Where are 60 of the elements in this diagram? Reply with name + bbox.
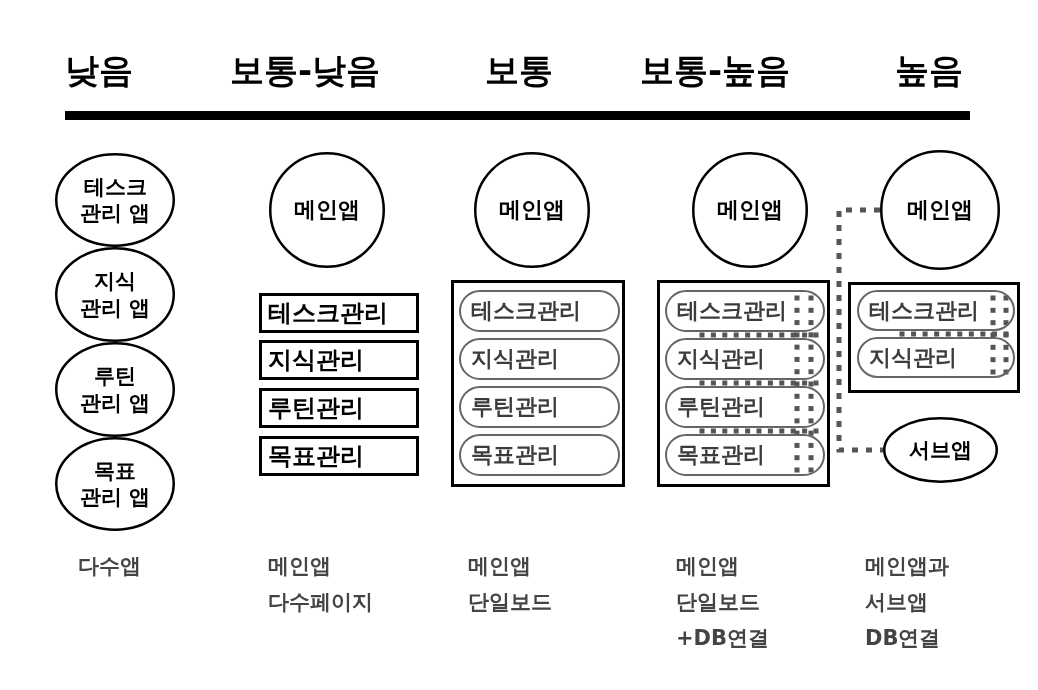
app-ellipse: [55, 437, 175, 531]
app-ellipse: [55, 153, 175, 247]
node-label: 테스크관리: [869, 296, 979, 325]
node-label: 테스크관리: [677, 297, 787, 325]
column-caption: 다수앱: [78, 553, 141, 580]
node-label: 지식관리: [268, 345, 364, 375]
node-label: 테스크관리: [471, 297, 581, 325]
module-pill: [665, 338, 825, 380]
app-ellipse: [55, 342, 175, 437]
module-pill: [459, 434, 620, 476]
module-box: [259, 340, 419, 380]
dotted-connector: [836, 207, 883, 453]
node-label: 목표관리: [268, 441, 364, 471]
scale-label: 보통-높음: [640, 50, 791, 91]
node-label: 테스크 관리 앱: [78, 173, 152, 227]
module-pill: [857, 290, 1015, 331]
node-label: 목표관리: [471, 441, 559, 469]
module-pill: [459, 338, 620, 380]
node-label: 목표 관리 앱: [78, 457, 152, 511]
scale-label: 보통: [485, 50, 553, 91]
node-label: 루틴관리: [471, 393, 559, 421]
app-circle: [474, 152, 590, 268]
app-ellipse: [883, 417, 998, 483]
node-label: 목표관리: [677, 441, 765, 469]
node-label: 지식 관리 앱: [78, 268, 152, 321]
column-caption: 메인앱 단일보드 +DB연결: [676, 553, 770, 652]
node-label: 서브앱: [908, 436, 973, 464]
container-box: [848, 282, 1020, 393]
column-caption: 메인앱 단일보드: [468, 553, 552, 616]
module-pill: [459, 290, 620, 332]
container-box: [451, 280, 625, 487]
scale-label: 보통-낮음: [230, 50, 381, 91]
node-label: 지식관리: [471, 345, 559, 373]
scale-label: 높음: [895, 50, 963, 91]
node-label: 루틴관리: [268, 393, 364, 423]
node-label: 메인앱: [294, 196, 360, 224]
node-label: 메인앱: [717, 196, 783, 224]
node-label: 지식관리: [869, 343, 957, 372]
scale-label: 낮음: [65, 50, 133, 91]
module-pill: [665, 434, 825, 476]
module-box: [259, 388, 419, 428]
column-caption: 메인앱 다수페이지: [268, 553, 373, 616]
module-box: [259, 293, 419, 333]
app-circle: [269, 152, 385, 268]
node-label: 메인앱: [499, 196, 565, 224]
node-label: 루틴관리: [677, 393, 765, 421]
app-circle: [880, 150, 1000, 270]
column-caption: 메인앱과 서브앱 DB연결: [865, 553, 949, 652]
module-pill: [459, 386, 620, 428]
app-ellipse: [55, 247, 175, 342]
node-label: 루틴 관리 앱: [78, 363, 152, 416]
container-box: [657, 280, 830, 487]
module-box: [259, 436, 419, 476]
node-label: 지식관리: [677, 345, 765, 373]
module-pill: [857, 337, 1015, 378]
app-circle: [692, 152, 808, 268]
node-label: 메인앱: [907, 196, 973, 224]
module-pill: [665, 290, 825, 332]
module-pill: [665, 386, 825, 428]
node-label: 테스크관리: [268, 298, 388, 328]
